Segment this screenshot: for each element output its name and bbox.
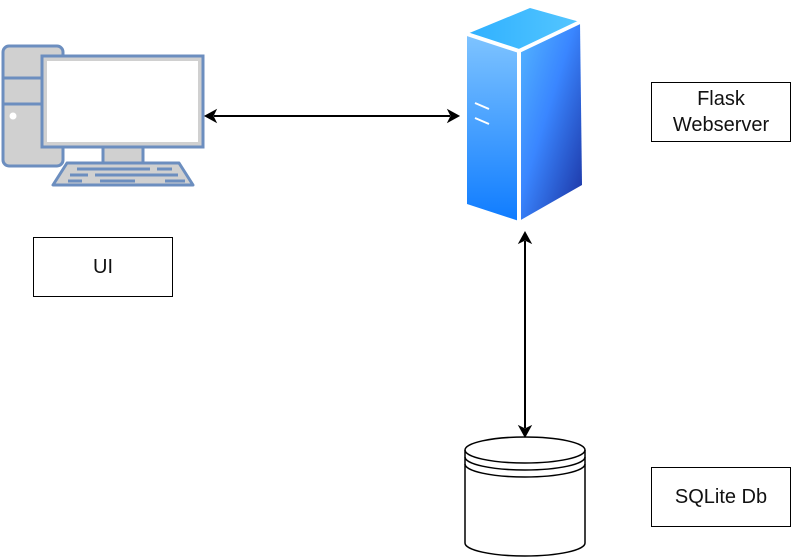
- database-label: SQLite Db: [674, 486, 768, 508]
- connector-webserver-database: [517, 230, 533, 439]
- desktop-computer-icon: [1, 44, 205, 187]
- server-front: [519, 22, 582, 221]
- server-top: [467, 8, 580, 51]
- ui-label-box: UI: [33, 237, 173, 297]
- database-label-box: SQLite Db: [651, 467, 791, 527]
- webserver-label-box: Flask Webserver: [651, 82, 791, 142]
- connector-ui-webserver: [203, 108, 461, 124]
- server-tower-icon: [466, 8, 582, 221]
- webserver-label: Flask Webserver: [672, 88, 770, 136]
- server-side: [467, 34, 519, 221]
- database-cylinder-icon: [464, 436, 586, 557]
- ui-label: UI: [93, 256, 113, 278]
- monitor-screen: [47, 61, 198, 142]
